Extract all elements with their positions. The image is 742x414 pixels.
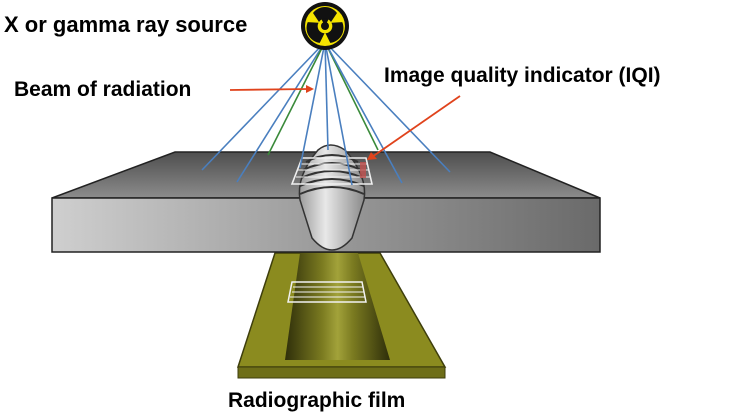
image-quality-indicator xyxy=(290,157,374,185)
iqi-label: Image quality indicator (IQI) xyxy=(384,64,661,87)
iqi-image-on-film xyxy=(287,281,367,303)
beam-label: Beam of radiation xyxy=(14,78,191,101)
beam-pointer-arrow xyxy=(229,85,314,93)
radiographic-film xyxy=(236,252,447,379)
film-label: Radiographic film xyxy=(228,389,405,412)
radiation-trefoil-icon xyxy=(301,2,349,50)
radiation-beam xyxy=(201,41,451,186)
source-label: X or gamma ray source xyxy=(4,12,247,37)
iqi-pointer-arrow xyxy=(367,95,461,160)
